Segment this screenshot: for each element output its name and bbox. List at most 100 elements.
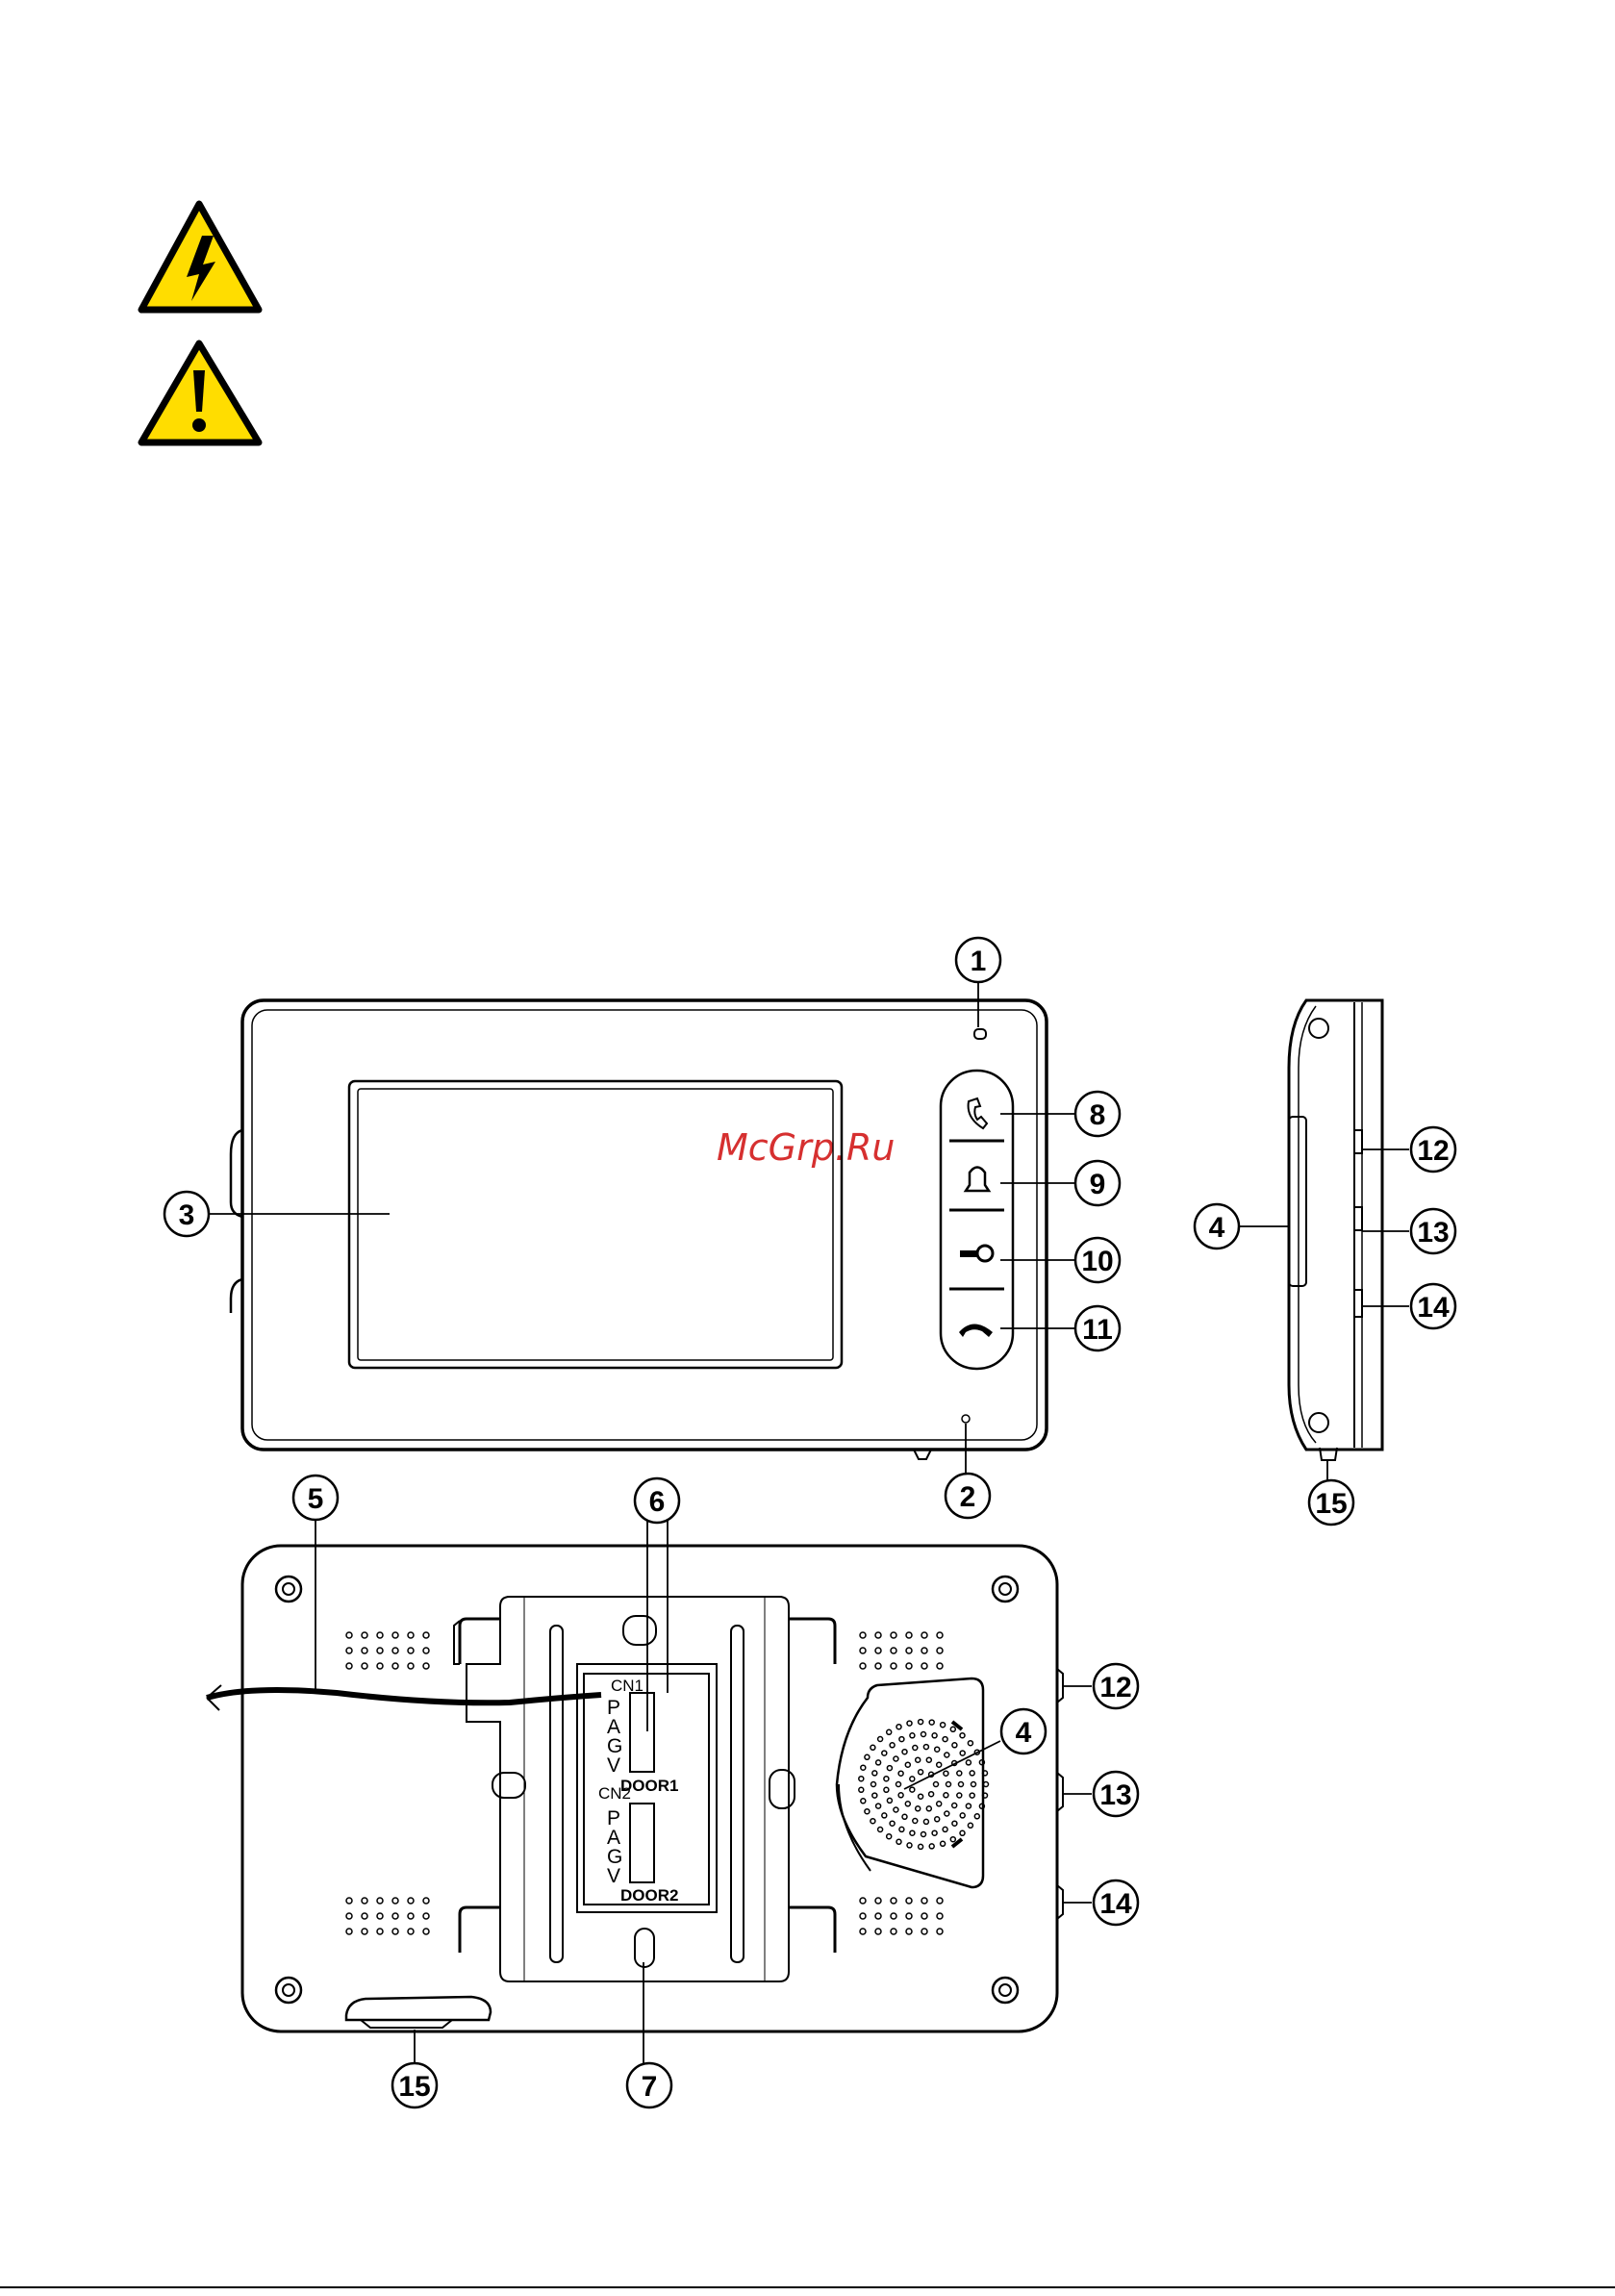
speaker-hole	[941, 1841, 946, 1846]
speaker-hole	[926, 1757, 931, 1762]
speaker-hole	[968, 1741, 972, 1746]
speaker-hole	[919, 1770, 923, 1775]
speaker-hole	[910, 1830, 915, 1835]
vent-dot	[392, 1632, 398, 1638]
speaker-hole	[898, 1793, 903, 1798]
speaker-hole	[935, 1817, 940, 1822]
speaker-hole	[921, 1732, 926, 1737]
vent-dot	[875, 1648, 881, 1653]
vent-dot	[346, 1929, 352, 1934]
speaker-hole	[934, 1782, 939, 1787]
callout-4-back-number: 4	[1016, 1717, 1032, 1749]
vent-dot	[937, 1663, 943, 1669]
speaker-hole	[950, 1837, 955, 1842]
vent-dot	[921, 1648, 927, 1653]
power-cable	[207, 1690, 601, 1703]
speaker-hole	[946, 1782, 951, 1787]
speaker-hole	[959, 1782, 964, 1787]
speaker-hole	[890, 1821, 895, 1826]
vent-dot	[921, 1663, 927, 1669]
vent-dot	[860, 1929, 866, 1934]
speaker-hole	[919, 1844, 923, 1849]
vent-dot	[392, 1898, 398, 1904]
speaker-hole	[957, 1771, 962, 1776]
watermark-text: McGrp.Ru	[717, 1126, 895, 1169]
callout-2-number: 2	[960, 1481, 976, 1513]
callout-11-number: 11	[1082, 1314, 1113, 1346]
callout-4-side: 4	[1195, 1204, 1239, 1249]
callout-1: 1	[956, 938, 1000, 982]
callout-14-back: 14	[1094, 1880, 1138, 1925]
vent-dot	[377, 1648, 383, 1653]
speaker-hole	[943, 1737, 947, 1742]
vent-dot	[423, 1929, 429, 1934]
vent-dot	[921, 1929, 927, 1934]
bell-icon[interactable]	[966, 1168, 989, 1192]
vent-dot	[362, 1632, 367, 1638]
speaker-hole	[910, 1733, 915, 1738]
speaker-hole	[859, 1777, 864, 1781]
callout-9: 9	[1075, 1161, 1120, 1205]
vent-dot	[875, 1663, 881, 1669]
speaker-hole	[878, 1737, 883, 1742]
cn1-pin-labels: P A G V	[607, 1697, 622, 1777]
speaker-hole	[884, 1787, 889, 1792]
callout-15-side: 15	[1309, 1480, 1353, 1525]
speaker-hole	[910, 1787, 915, 1792]
vent-dot	[906, 1898, 912, 1904]
speaker-hole	[945, 1811, 949, 1816]
speaker-hole	[896, 1782, 901, 1787]
speaker-hole	[960, 1751, 965, 1755]
vent-dot	[891, 1929, 896, 1934]
vent-dot	[408, 1913, 414, 1919]
callout-13-back-number: 13	[1099, 1779, 1131, 1811]
speaker-hole	[887, 1834, 892, 1839]
vent-dot	[362, 1663, 367, 1669]
speaker-hole	[919, 1794, 923, 1799]
vent-dot	[362, 1898, 367, 1904]
vent-dot	[860, 1632, 866, 1638]
key-icon[interactable]	[960, 1246, 993, 1261]
vent-dot	[377, 1929, 383, 1934]
phone-icon[interactable]	[969, 1098, 987, 1128]
vent-dot	[860, 1913, 866, 1919]
vent-dot	[346, 1898, 352, 1904]
speaker-hole	[929, 1844, 934, 1849]
vent-dot	[937, 1929, 943, 1934]
callout-12-back: 12	[1094, 1664, 1138, 1708]
vent-dot	[377, 1632, 383, 1638]
speaker-hole	[968, 1823, 972, 1828]
vent-dot	[860, 1898, 866, 1904]
speaker-hole	[966, 1760, 971, 1765]
callout-6-number: 6	[649, 1486, 666, 1518]
speaker-hole	[907, 1843, 912, 1848]
vent-dot	[408, 1632, 414, 1638]
callout-3-number: 3	[179, 1199, 195, 1231]
vent-dot	[423, 1648, 429, 1653]
vent-dot	[906, 1648, 912, 1653]
speaker-hole	[944, 1793, 948, 1798]
speaker-hole	[960, 1813, 965, 1818]
vent-dot	[891, 1632, 896, 1638]
vent-dot	[875, 1632, 881, 1638]
speaker-hole	[896, 1725, 901, 1729]
speaker-hole	[899, 1737, 904, 1742]
vent-dot	[377, 1913, 383, 1919]
callout-3: 3	[164, 1192, 209, 1236]
callout-10-number: 10	[1081, 1246, 1113, 1277]
vent-dot	[408, 1898, 414, 1904]
callout-6: 6	[635, 1478, 679, 1523]
speaker-hole	[957, 1793, 962, 1798]
vent-dot	[423, 1913, 429, 1919]
speaker-hole	[960, 1733, 965, 1738]
callout-14-side: 14	[1411, 1284, 1455, 1328]
vent-dot	[921, 1898, 927, 1904]
speaker-hole	[871, 1782, 876, 1787]
vent-dot	[875, 1913, 881, 1919]
vent-dot	[392, 1929, 398, 1934]
vent-dot	[891, 1663, 896, 1669]
speaker-hole	[894, 1807, 898, 1812]
cn2-pin-v: V	[607, 1865, 620, 1887]
hang-up-icon[interactable]	[959, 1325, 993, 1338]
